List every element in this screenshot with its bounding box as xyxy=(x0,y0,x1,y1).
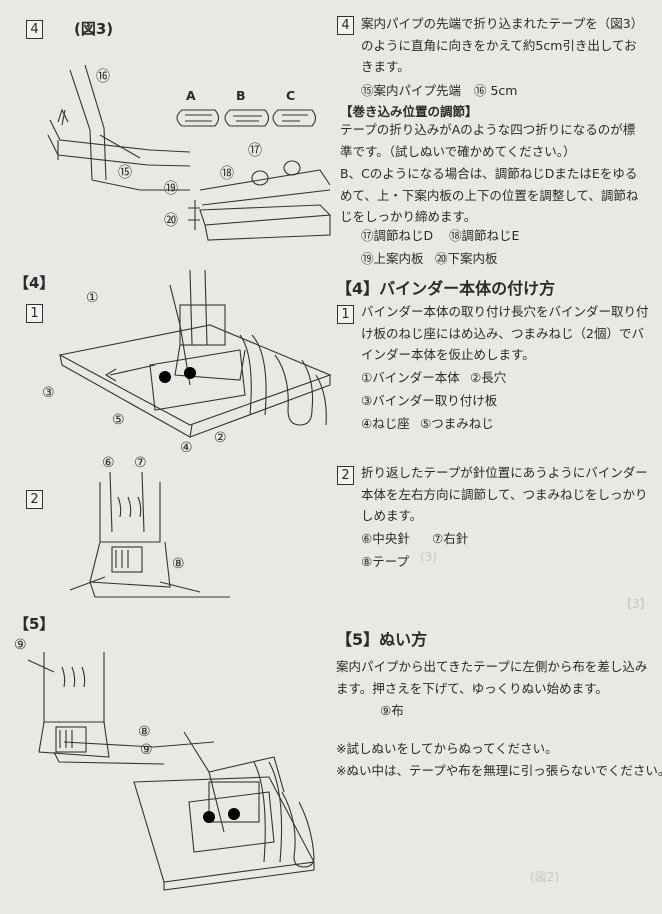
fig3-illustration xyxy=(47,64,332,241)
step4-para1: テープの折り込みがAのような四つ折りになるのが標準です。（試しぬいで確かめてくだ… xyxy=(340,122,636,159)
section5-note-1: ※試しぬいをしてからぬってください。 xyxy=(336,741,558,756)
fig3-title: (図3) xyxy=(74,20,114,38)
fig4-step1-illustration xyxy=(58,269,332,438)
section4-part-6: ⑥中央針 xyxy=(361,531,410,546)
fig3-callout-17: ⑰ xyxy=(248,143,262,159)
step4-part-20: ⑳下案内板 xyxy=(435,251,498,266)
section4-step1-number: 1 xyxy=(337,305,354,324)
fig4-step1-callout-1: ① xyxy=(86,290,99,306)
fig3-letter-b: B xyxy=(236,88,246,103)
section4-part-3: ③バインダー取り付け板 xyxy=(361,393,498,408)
fig3-callout-20: ⑳ xyxy=(164,213,178,229)
fig4-step1-callout-2: ② xyxy=(214,430,227,446)
fig4-step1-callout-3: ③ xyxy=(42,385,55,401)
fig3-callout-19: ⑲ xyxy=(164,181,178,197)
section4-step2-number: 2 xyxy=(337,466,354,485)
section4-part-7: ⑦右針 xyxy=(432,531,469,546)
section5-part-9: ⑨布 xyxy=(380,703,404,718)
step4-number: 4 xyxy=(337,16,354,35)
fig5-section-label: 【5】 xyxy=(14,615,55,633)
step4-part-19: ⑲上案内板 xyxy=(361,251,424,266)
fig3-callout-18: ⑱ xyxy=(220,166,234,182)
step4-subheading: 【巻き込み位置の調節】 xyxy=(340,104,478,119)
fig4-step2-illustration xyxy=(69,471,230,598)
step4-para2: B、Cのようになる場合は、調節ねじDまたはEをゆるめて、上・下案内板の上下の位置… xyxy=(340,166,639,224)
fig3-step-number: 4 xyxy=(26,20,43,39)
step4-text: 案内パイプの先端で折り込まれたテープを（図3）のように直角に向きをかえて約5cm… xyxy=(361,16,644,74)
step4-part-16: ⑯ 5cm xyxy=(474,83,518,98)
ghost-text: (図2) xyxy=(530,870,559,884)
fig4-step2-number: 2 xyxy=(26,490,43,509)
section4-part-8: ⑧テープ xyxy=(361,554,409,569)
fig4-step1-callout-5: ⑤ xyxy=(112,412,125,428)
fig3-letter-c: C xyxy=(286,88,296,103)
section4-step1-text: バインダー本体の取り付け長穴をバインダー取り付け板のねじ座にはめ込み、つまみねじ… xyxy=(361,304,649,362)
fig4-step2-callout-6: ⑥ xyxy=(102,455,115,471)
fig4-step1-number: 1 xyxy=(26,304,43,323)
step4-part-18: ⑱調節ねじE xyxy=(449,228,520,243)
fig5-illustration xyxy=(27,652,315,891)
ghost-text: (3) xyxy=(420,550,437,564)
fig3-letter-a: A xyxy=(186,88,196,103)
section5-heading: 【5】ぬい方 xyxy=(336,630,428,649)
ghost-text: 【3】 xyxy=(620,597,652,611)
fig5-callout-9a: ⑨ xyxy=(14,637,27,653)
step4-part-17: ⑰調節ねじD xyxy=(361,228,434,243)
fig4-step2-callout-8: ⑧ xyxy=(172,556,185,572)
fig4-step2-callout-7: ⑦ xyxy=(134,455,147,471)
fig3-callout-15: ⑮ xyxy=(118,165,132,181)
fig4-step1-callout-4: ④ xyxy=(180,440,193,456)
section4-heading: 【4】バインダー本体の付け方 xyxy=(336,279,556,298)
section5-note-2: ※ぬい中は、テープや布を無理に引っ張らないでください。 xyxy=(336,763,662,778)
fig4-section-label: 【4】 xyxy=(14,274,55,292)
section4-part-4: ④ねじ座 xyxy=(361,416,410,431)
step4-part-15: ⑮案内パイプ先端 xyxy=(361,83,462,98)
fig5-callout-8: ⑧ xyxy=(138,724,151,740)
fig3-callout-16: ⑯ xyxy=(96,69,110,85)
section5-text: 案内パイプから出てきたテープに左側から布を差し込みます。押さえを下げて、ゆっくり… xyxy=(336,659,648,696)
section4-part-1: ①バインダー本体 xyxy=(361,370,460,385)
section4-part-2: ②長穴 xyxy=(470,370,507,385)
section4-part-5: ⑤つまみねじ xyxy=(420,416,494,431)
section4-step2-text: 折り返したテープが針位置にあうようにバインダー本体を左右方向に調節して、つまみね… xyxy=(361,465,648,523)
